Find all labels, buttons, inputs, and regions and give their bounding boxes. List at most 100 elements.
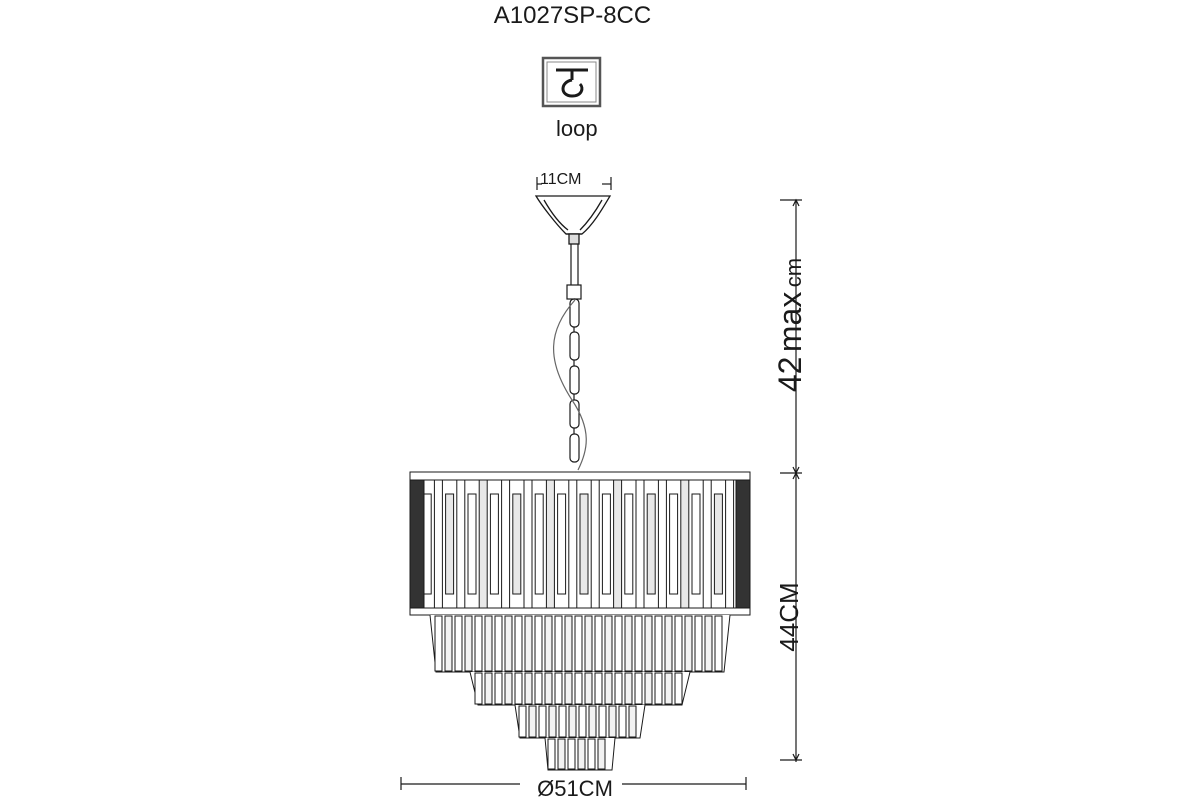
crystal-prism xyxy=(504,615,513,672)
crystal-prism xyxy=(702,479,712,609)
crystal-prism xyxy=(669,493,679,595)
crystal-prism xyxy=(547,738,556,770)
crystal-prism xyxy=(634,615,643,672)
crystal-prism xyxy=(444,615,453,672)
crystal-prism xyxy=(514,615,523,672)
crystal-prism xyxy=(584,615,593,672)
crystal-prism xyxy=(544,615,553,672)
crystal-prism xyxy=(614,615,623,672)
crystal-prism xyxy=(608,705,617,738)
crystal-prism xyxy=(534,493,544,595)
crystal-prism xyxy=(524,672,533,705)
crystal-prism xyxy=(504,672,513,705)
crystal-prism xyxy=(464,615,473,672)
crystal-prism xyxy=(484,672,493,705)
canopy-dimension-line xyxy=(536,177,612,190)
crystal-prism xyxy=(557,738,566,770)
crystal-prism xyxy=(534,615,543,672)
crystal-prism xyxy=(584,672,593,705)
crystal-prism xyxy=(454,615,463,672)
crystal-prism xyxy=(674,672,683,705)
crystal-prism xyxy=(624,493,634,595)
crystal-prism xyxy=(557,493,567,595)
crystal-prism xyxy=(604,615,613,672)
crystal-prism xyxy=(501,479,511,609)
crystal-prism xyxy=(588,705,597,738)
crystal-prism xyxy=(518,705,527,738)
crystal-prism xyxy=(478,479,488,609)
crystal-prism xyxy=(646,493,656,595)
crystal-prism xyxy=(474,615,483,672)
diameter-dimension-line xyxy=(400,777,747,790)
crystal-prism xyxy=(558,705,567,738)
crystal-prism xyxy=(674,615,683,672)
crystal-prism xyxy=(713,493,723,595)
height-dimension-lines xyxy=(780,198,802,762)
crystal-prism xyxy=(590,479,600,609)
crystal-prism xyxy=(544,672,553,705)
crystal-prism xyxy=(514,672,523,705)
crystal-prism xyxy=(534,672,543,705)
crystal-prism xyxy=(714,615,723,672)
crystal-prism xyxy=(635,479,645,609)
crystal-prism xyxy=(664,615,673,672)
crystal-prism xyxy=(680,479,690,609)
crystal-prism xyxy=(574,672,583,705)
crystal-prism xyxy=(735,479,751,609)
crystal-prism xyxy=(725,479,735,609)
crystal-prism xyxy=(587,738,596,770)
crystal-prism xyxy=(618,705,627,738)
crystal-prism xyxy=(604,672,613,705)
crystal-prism xyxy=(597,738,606,770)
crystal-prism xyxy=(512,493,522,595)
crystal-prism xyxy=(624,672,633,705)
crystal-prism xyxy=(644,672,653,705)
ceiling-hook-icon xyxy=(541,56,602,108)
crystal-prism xyxy=(578,705,587,738)
crystal-prism xyxy=(598,705,607,738)
model-title: A1027SP-8CC xyxy=(493,2,652,29)
crystal-prism xyxy=(567,738,576,770)
crystal-prism xyxy=(433,479,443,609)
crystal-prism xyxy=(613,479,623,609)
crystal-prism xyxy=(694,615,703,672)
crystal-prism xyxy=(594,672,603,705)
crystal-prism xyxy=(445,493,455,595)
crystal-prism xyxy=(601,493,611,595)
crystal-prism xyxy=(554,672,563,705)
mounting-type-label: loop xyxy=(556,116,598,141)
canopy-width-label: 11CM xyxy=(540,171,582,188)
crystal-prism xyxy=(554,615,563,672)
crystal-prism xyxy=(634,672,643,705)
crystal-prism xyxy=(614,672,623,705)
crystal-prism xyxy=(594,615,603,672)
crystal-prism xyxy=(467,493,477,595)
crystal-prism xyxy=(409,479,425,609)
crystal-prism xyxy=(568,705,577,738)
crystal-prism xyxy=(657,479,667,609)
crystal-prism xyxy=(434,615,443,672)
crystal-prism xyxy=(524,615,533,672)
crystal-prism xyxy=(568,479,578,609)
crystal-prism xyxy=(684,615,693,672)
crystal-prism xyxy=(456,479,466,609)
diameter-label: Ø51CM xyxy=(537,776,613,801)
crystal-prism xyxy=(548,705,557,738)
crystal-prism xyxy=(564,615,573,672)
crystal-prism xyxy=(538,705,547,738)
crystal-prism xyxy=(704,615,713,672)
crystal-prism xyxy=(654,615,663,672)
crystal-prism xyxy=(624,615,633,672)
crystal-prism xyxy=(545,479,555,609)
crystal-prism xyxy=(644,615,653,672)
crystal-prism xyxy=(579,493,589,595)
crystal-prism xyxy=(577,738,586,770)
crystal-prism xyxy=(528,705,537,738)
chandelier-body xyxy=(409,471,751,771)
crystal-prism xyxy=(489,493,499,595)
crystal-prism xyxy=(654,672,663,705)
crystal-prism xyxy=(474,672,483,705)
crystal-prism xyxy=(564,672,573,705)
crystal-prism xyxy=(484,615,493,672)
crystal-prism xyxy=(574,615,583,672)
